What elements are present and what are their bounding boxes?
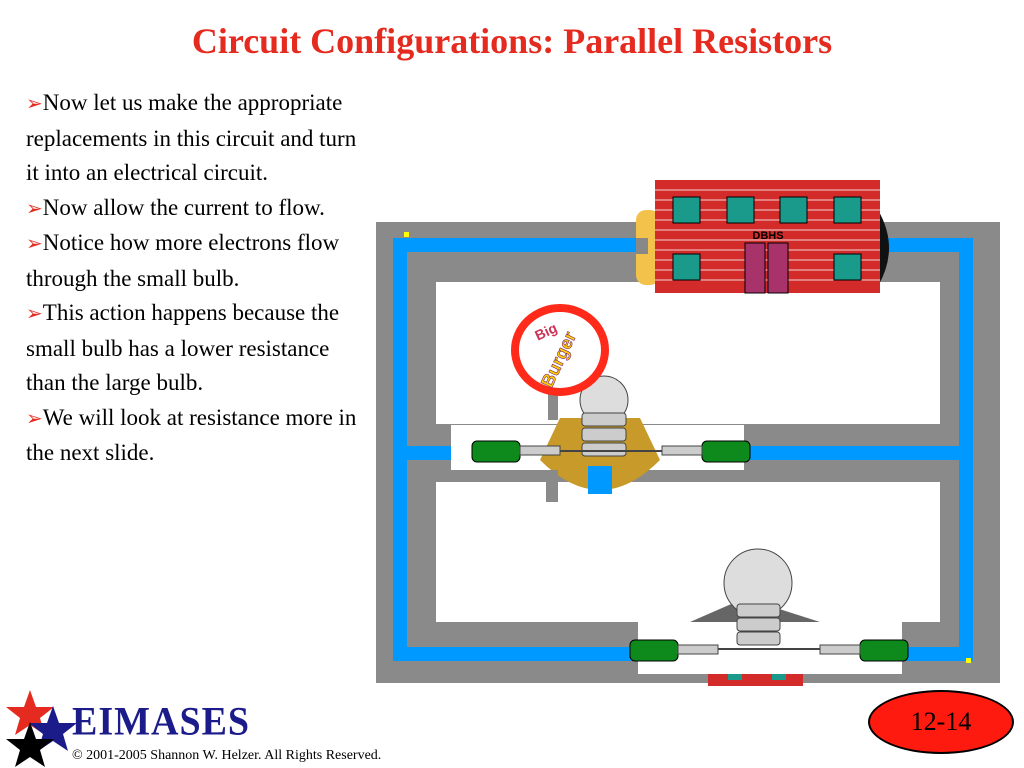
small-bulb (451, 375, 751, 502)
star-logo-icon (6, 690, 77, 767)
battery-building: DBHS (636, 180, 889, 294)
arrow-right-icon: ➢ (26, 407, 43, 430)
school-sign: DBHS (752, 230, 783, 242)
arrow-right-icon: ➢ (26, 93, 43, 115)
eimases-logo-text: EIMASES (72, 699, 251, 745)
wire-spark (966, 658, 971, 663)
page-number-badge: 12-14 (868, 690, 1014, 754)
arrow-right-icon: ➢ (26, 233, 43, 255)
bullet-item: ➢This action happens because the small b… (26, 300, 340, 395)
wire-spark (404, 232, 409, 237)
bullet-item: ➢Notice how more electrons flow through … (26, 230, 340, 291)
bullet-item: ➢We will look at resistance more in the … (26, 404, 357, 466)
bullet-item: ➢Now allow the current to flow. (26, 194, 325, 220)
copyright-text: © 2001-2005 Shannon W. Helzer. All Right… (72, 748, 382, 763)
arrow-right-icon: ➢ (26, 303, 43, 325)
large-bulb (629, 548, 909, 686)
big-burger-sign: Big Burger (511, 304, 609, 396)
bullet-list: ➢Now let us make the appropriate replace… (26, 86, 368, 471)
arrow-right-icon: ➢ (26, 197, 43, 220)
bullet-item: ➢Now let us make the appropriate replace… (26, 90, 357, 185)
slide-title: Circuit Configurations: Parallel Resisto… (191, 21, 833, 61)
